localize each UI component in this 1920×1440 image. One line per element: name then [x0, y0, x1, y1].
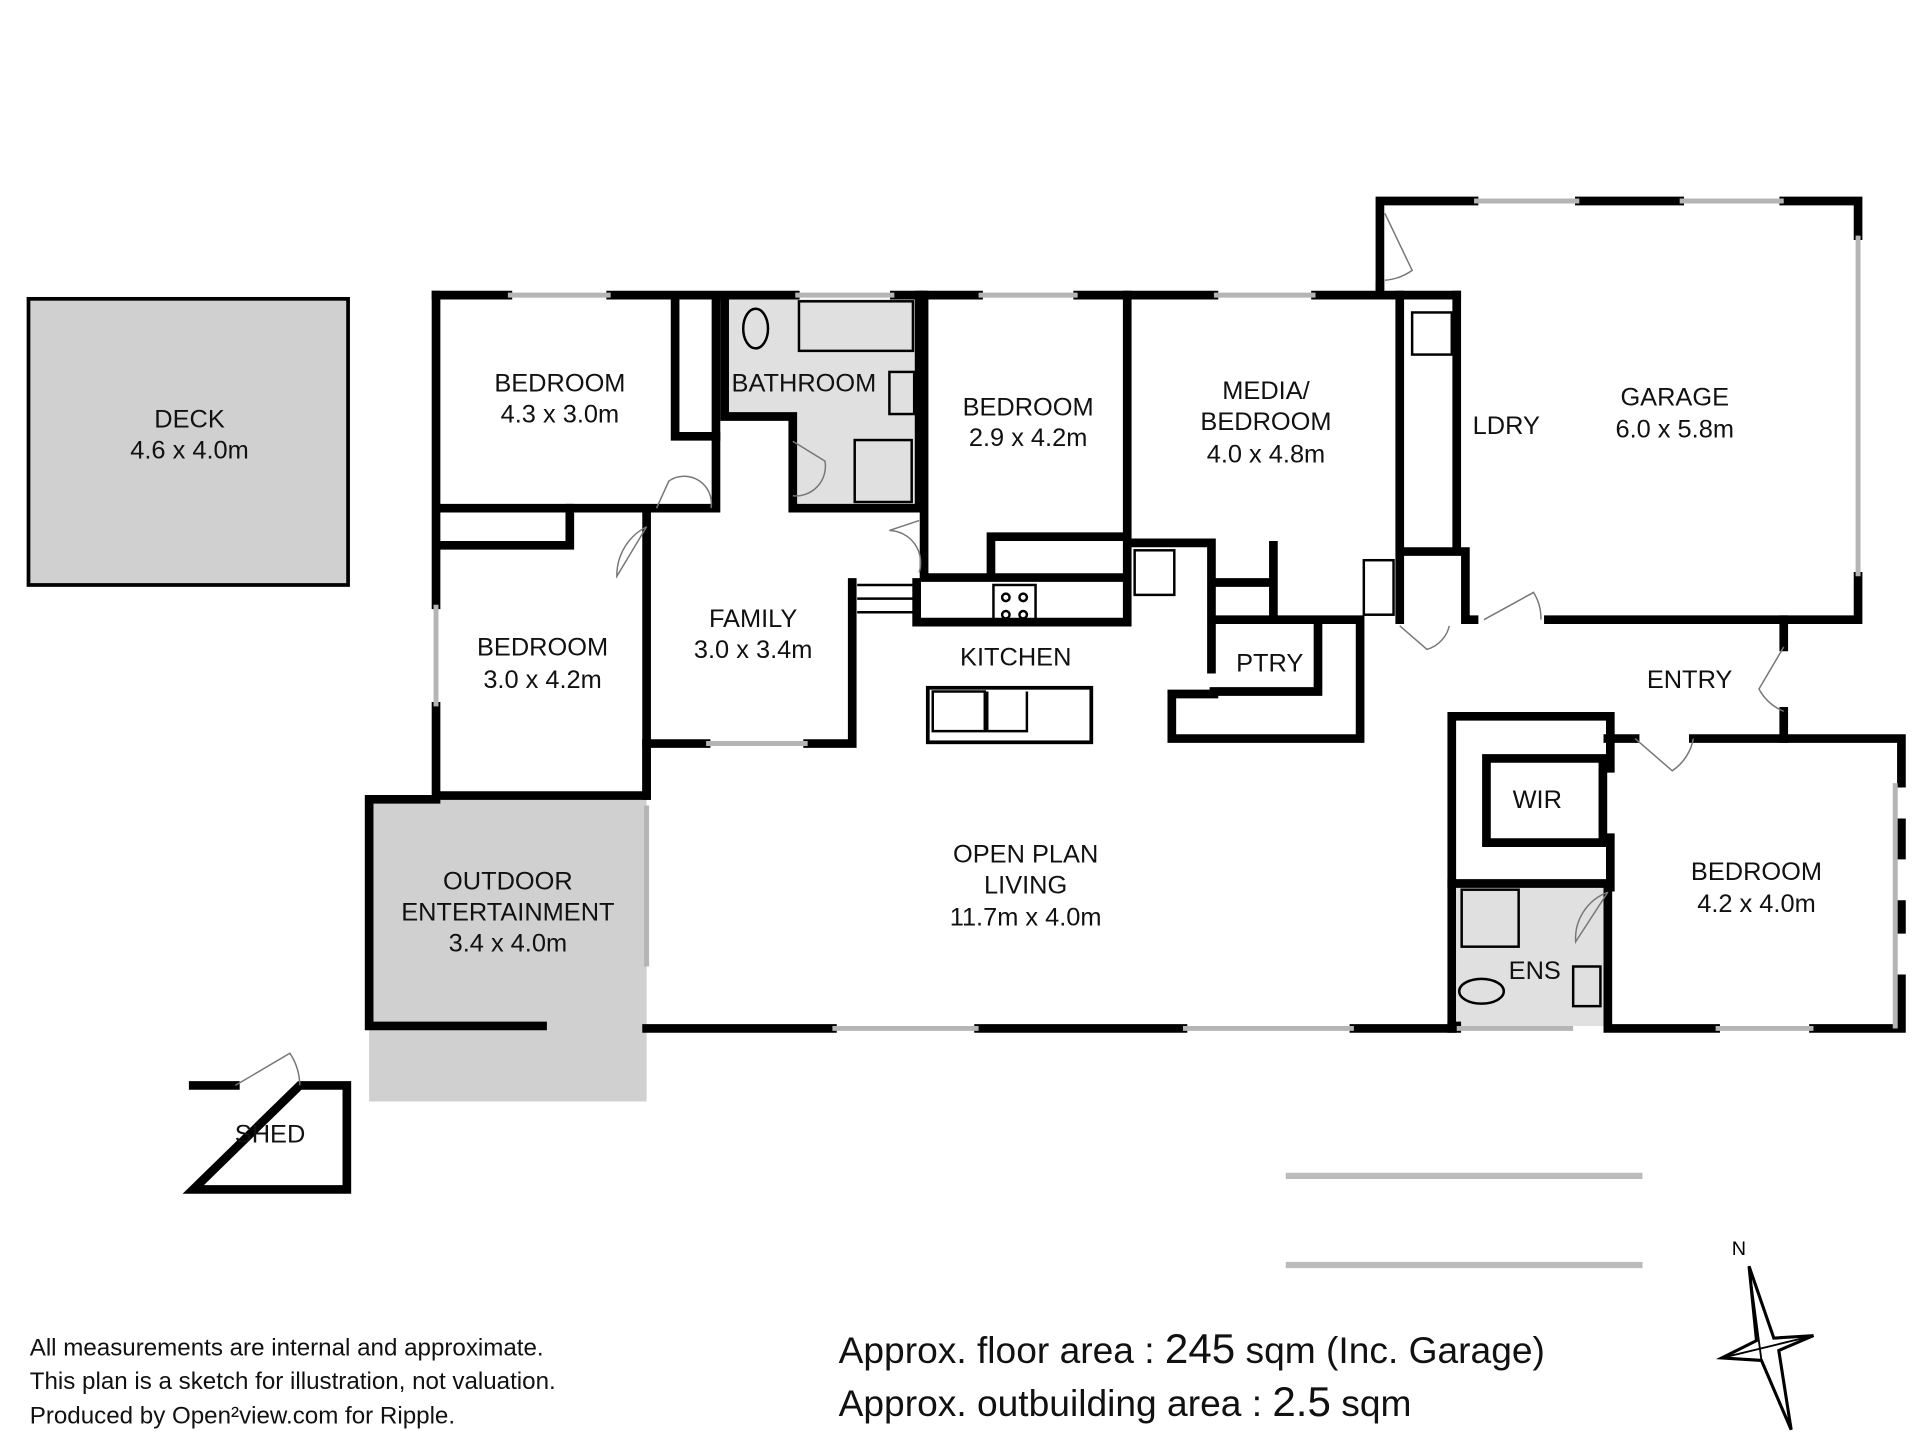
room-pantry: PTRY	[1236, 650, 1303, 678]
room-bathroom: BATHROOM	[732, 370, 877, 398]
room-name: BEDROOM	[1691, 858, 1822, 886]
room-deck: DECK 4.6 x 4.0m	[130, 406, 248, 465]
disclaimer-line-2: This plan is a sketch for illustration, …	[30, 1368, 556, 1395]
ensuite-floor	[1456, 883, 1608, 1026]
room-bedroom-1: BEDROOM 4.3 x 3.0m	[494, 370, 625, 429]
north-arrow-icon: N	[1715, 1238, 1815, 1431]
room-kitchen: KITCHEN	[960, 643, 1071, 671]
room-open-plan-living: OPEN PLAN LIVING 11.7m x 4.0m	[950, 840, 1102, 931]
room-laundry: LDRY	[1473, 412, 1540, 440]
outbuilding-area: Approx. outbuilding area : 2.5 sqm	[839, 1378, 1412, 1425]
room-garage: GARAGE 6.0 x 5.8m	[1615, 383, 1733, 443]
room-name-2: BEDROOM	[1200, 408, 1331, 436]
room-name: BEDROOM	[494, 370, 625, 398]
room-media-bedroom: MEDIA/ BEDROOM 4.0 x 4.8m	[1200, 377, 1331, 468]
disclaimer-line-3: Produced by Open²view.com for Ripple.	[30, 1403, 455, 1430]
room-size: 11.7m x 4.0m	[950, 904, 1102, 932]
room-size: 4.3 x 3.0m	[501, 401, 619, 429]
svg-text:N: N	[1732, 1238, 1746, 1260]
room-size: 3.0 x 3.4m	[694, 636, 812, 664]
room-size: 4.2 x 4.0m	[1697, 890, 1815, 918]
room-name: GARAGE	[1620, 383, 1729, 411]
room-size: 4.6 x 4.0m	[130, 437, 248, 465]
room-size: 6.0 x 5.8m	[1615, 416, 1733, 444]
room-name: BEDROOM	[477, 634, 608, 662]
room-name-2: ENTERTAINMENT	[401, 899, 614, 927]
floor-area: Approx. floor area : 245 sqm (Inc. Garag…	[839, 1325, 1545, 1372]
room-bedroom-2: BEDROOM 2.9 x 4.2m	[963, 393, 1094, 452]
room-ensuite: ENS	[1509, 957, 1561, 985]
room-outdoor-entertainment: OUTDOOR ENTERTAINMENT 3.4 x 4.0m	[401, 868, 614, 958]
disclaimer-line-1: All measurements are internal and approx…	[30, 1334, 544, 1361]
room-name: FAMILY	[709, 605, 797, 633]
room-name: MEDIA/	[1222, 377, 1310, 405]
room-name: DECK	[154, 406, 225, 434]
room-wir: WIR	[1513, 786, 1562, 814]
room-bedroom-4: BEDROOM 4.2 x 4.0m	[1691, 858, 1822, 918]
deck-area	[26, 296, 350, 587]
room-name: OUTDOOR	[443, 868, 573, 896]
room-bedroom-3: BEDROOM 3.0 x 4.2m	[477, 634, 608, 694]
room-name: BEDROOM	[963, 393, 1094, 421]
walls	[182, 196, 1906, 1194]
room-name: OPEN PLAN	[953, 840, 1098, 868]
room-size: 3.4 x 4.0m	[449, 930, 567, 958]
room-family: FAMILY 3.0 x 3.4m	[694, 605, 812, 664]
room-size: 2.9 x 4.2m	[969, 424, 1087, 452]
room-name-2: LIVING	[984, 871, 1067, 899]
room-size: 4.0 x 4.8m	[1207, 440, 1325, 468]
room-shed: SHED	[235, 1120, 306, 1148]
room-entry: ENTRY	[1647, 666, 1733, 694]
room-size: 3.0 x 4.2m	[483, 666, 601, 694]
decorative-line	[1285, 1172, 1643, 1269]
